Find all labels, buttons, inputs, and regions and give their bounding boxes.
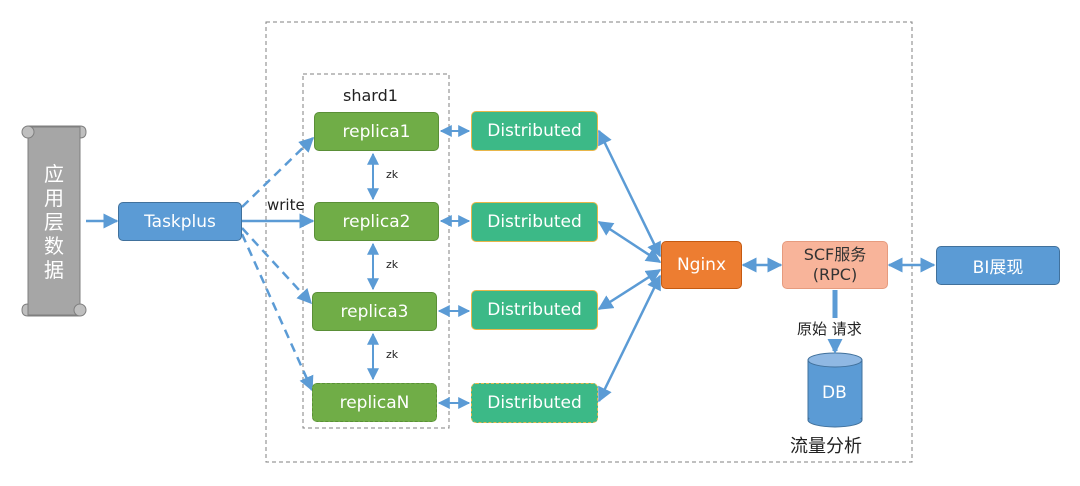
source-label: 应用层数据 (44, 162, 64, 282)
distributed1-nginx-arrow (597, 129, 662, 258)
distributed3-nginx-arrow (597, 268, 662, 311)
scf-line1: SCF服务 (803, 245, 867, 264)
taskplus-to-replica3-arrow (241, 227, 313, 305)
taskplus-to-replica1-arrow (241, 136, 315, 208)
taskplus-box: Taskplus (118, 202, 242, 241)
write-label: write (267, 196, 305, 214)
distributed4-nginx-arrow (597, 274, 662, 403)
db-label: DB (822, 383, 847, 403)
distributed-box-3: Distributed (471, 290, 598, 330)
db-cylinder (807, 352, 863, 428)
shard-frame (302, 73, 450, 429)
replicaN-box: replicaN (312, 383, 437, 422)
zk-label-2: zk (386, 258, 399, 271)
replica1-box: replica1 (314, 112, 439, 151)
nginx-box: Nginx (661, 241, 742, 289)
scf-box: SCF服务 (RPC) (782, 241, 888, 289)
source-scroll (21, 125, 87, 317)
replica2-box: replica2 (314, 202, 439, 241)
request-label: 原始 请求 (797, 318, 862, 339)
zk-label-3: zk (386, 348, 399, 361)
db-caption: 流量分析 (790, 436, 862, 457)
bi-box: BI展现 (936, 246, 1060, 285)
zk-label-1: zk (386, 168, 399, 181)
shard-title: shard1 (343, 86, 398, 105)
distributed-box-2: Distributed (471, 202, 598, 242)
distributed-box-1: Distributed (471, 111, 598, 151)
scf-line2: (RPC) (812, 265, 858, 284)
distributed2-nginx-arrow (597, 220, 662, 264)
taskplus-to-replicaN-arrow (240, 233, 314, 392)
outer-frame (265, 21, 913, 463)
distributed-box-4: Distributed (471, 383, 598, 423)
replica3-box: replica3 (312, 292, 437, 331)
